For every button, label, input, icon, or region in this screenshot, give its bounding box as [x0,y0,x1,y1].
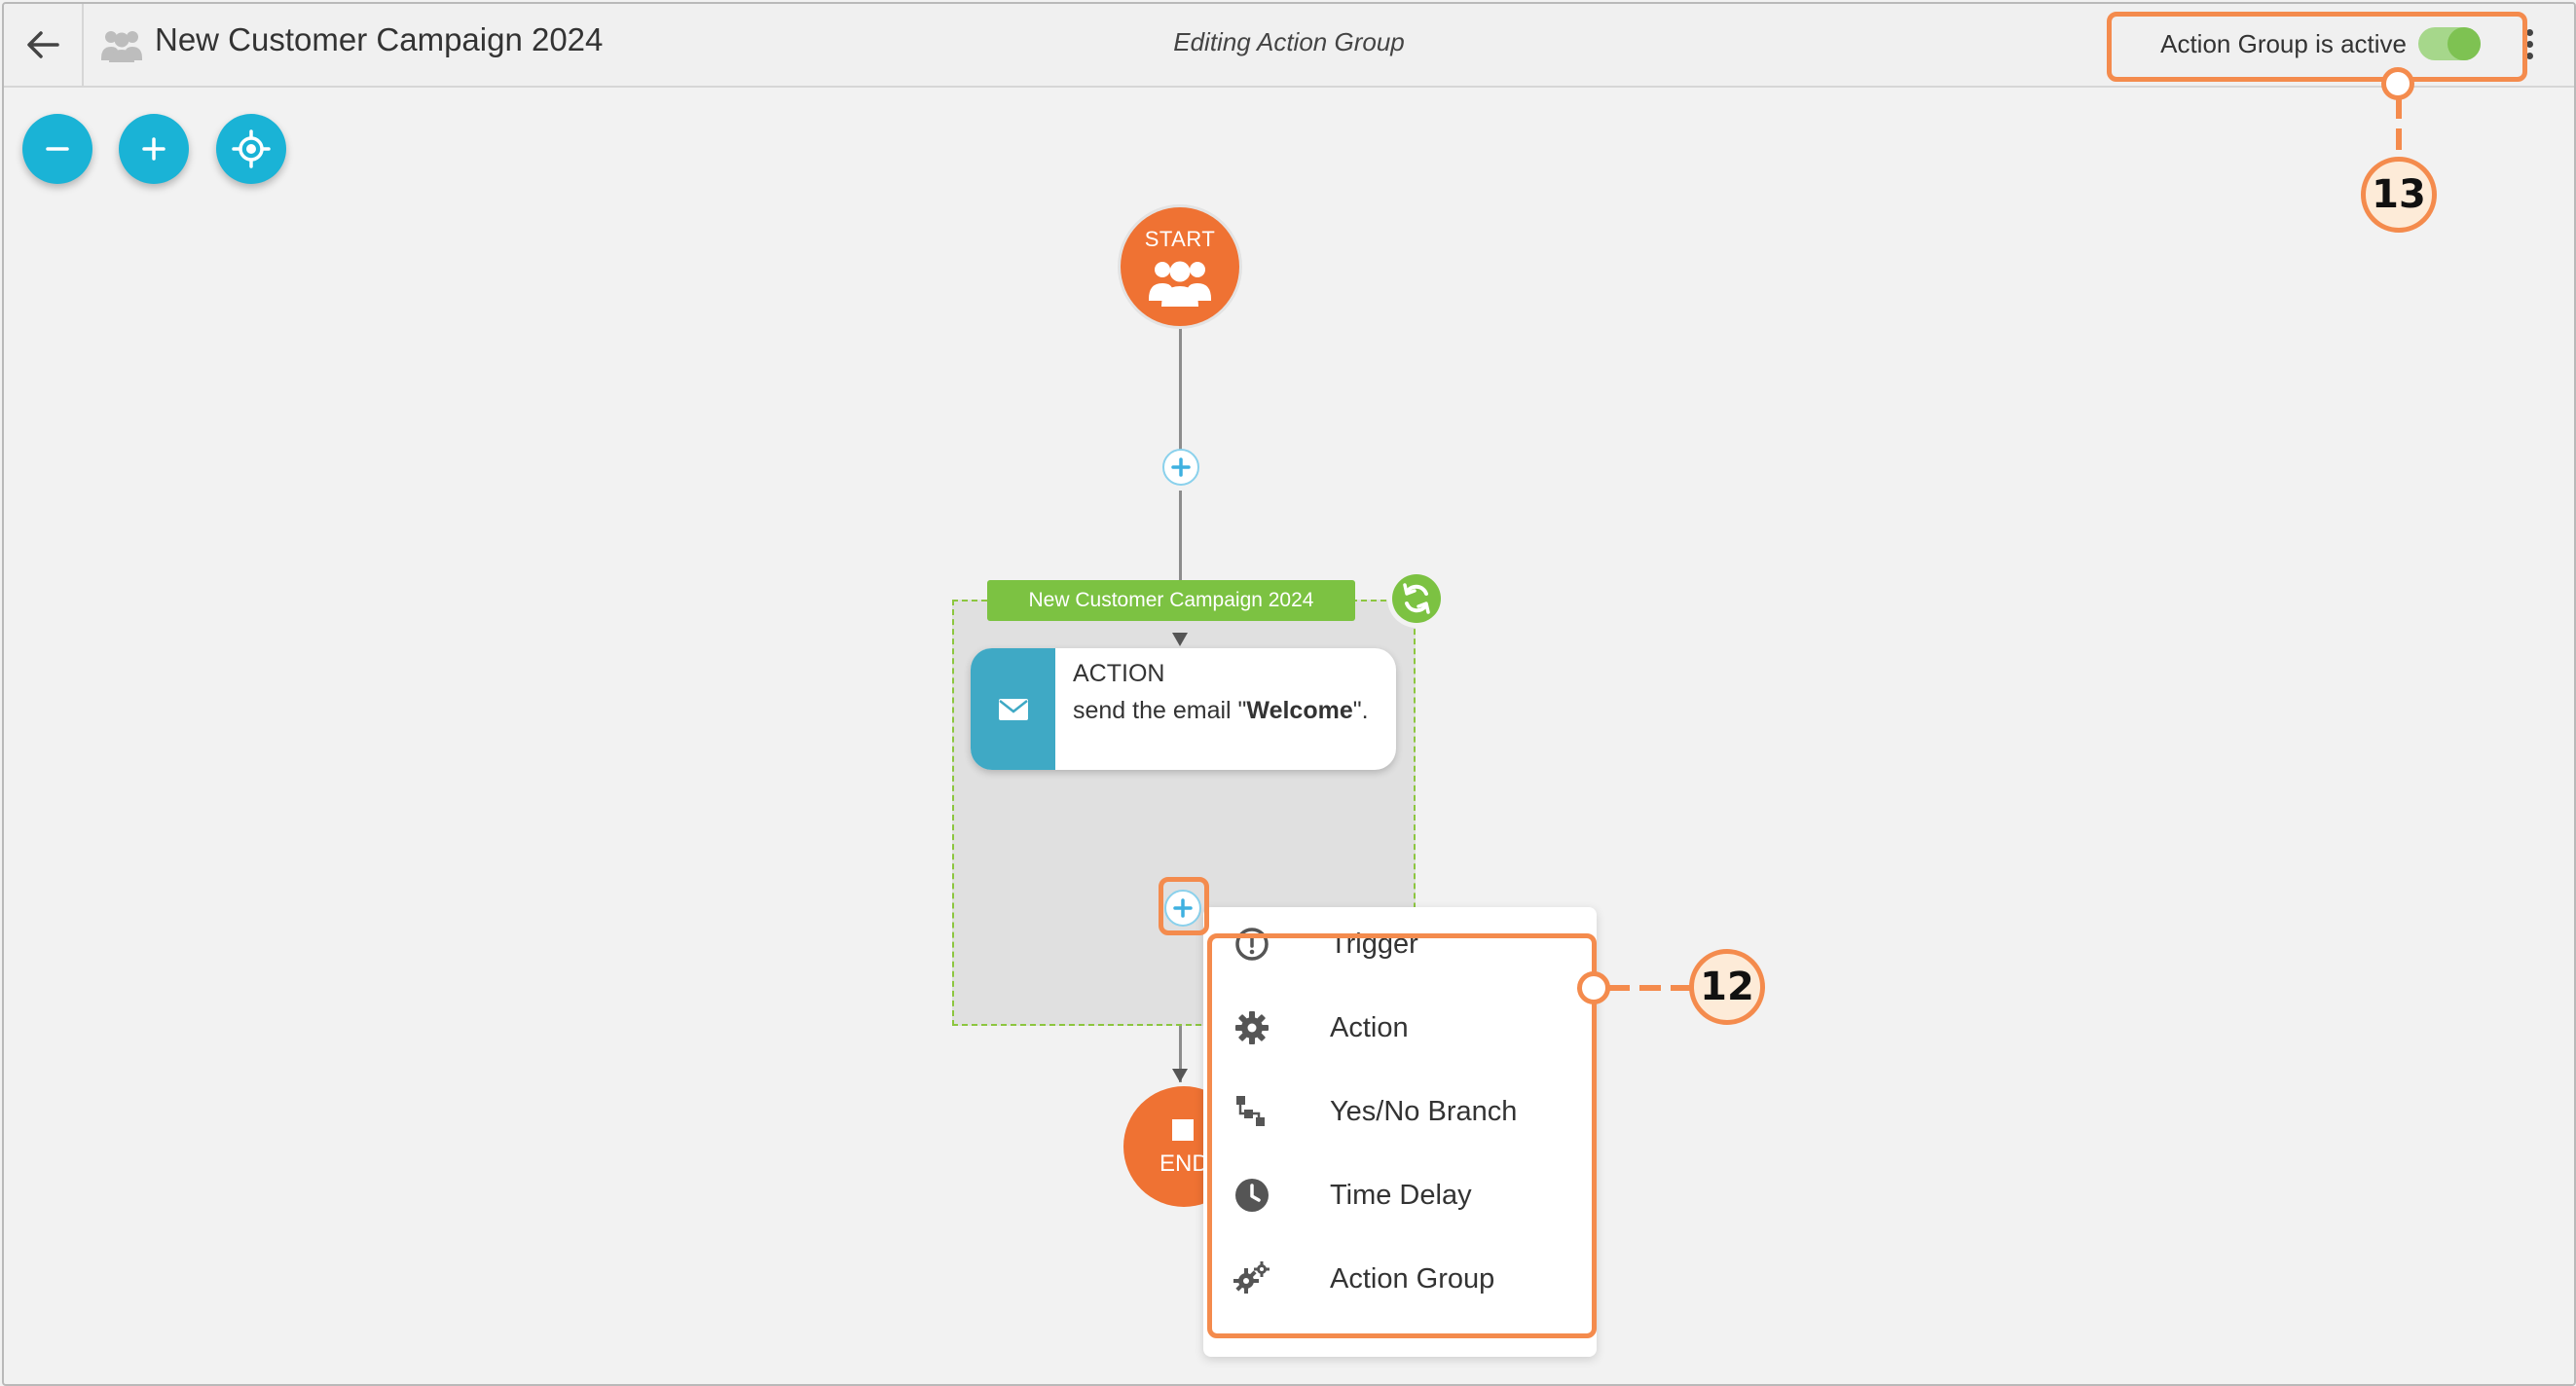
connector-line [1179,491,1182,584]
recenter-button[interactable] [216,114,286,184]
minus-icon [46,147,69,151]
action-group-name[interactable]: New Customer Campaign 2024 [987,580,1355,621]
menu-item-label: Time Delay [1330,1180,1472,1211]
annotation-badge-12: 12 [1689,949,1765,1025]
annotation-dot [1577,971,1610,1004]
start-label: START [1144,227,1216,251]
gear-icon [1235,1011,1269,1044]
refresh-icon [1403,583,1430,614]
add-step-button[interactable] [1164,890,1201,927]
clock-icon [1235,1179,1269,1212]
gears-icon [1233,1261,1270,1294]
toggle-knob [2447,27,2481,60]
add-step-menu: Trigger Action [1203,907,1597,1357]
action-type-label: ACTION [1073,660,1165,687]
menu-item-label: Action [1330,1012,1409,1043]
menu-item-label: Action Group [1330,1263,1495,1295]
plus-icon [1171,457,1191,477]
active-toggle[interactable] [2418,27,2481,60]
arrow-left-icon [27,31,59,58]
arrow-down-icon [1172,1069,1188,1082]
menu-item-time-delay[interactable]: Time Delay [1203,1158,1597,1242]
back-button[interactable] [4,4,84,86]
plus-icon [1173,898,1193,918]
target-icon [232,129,271,168]
add-step-button[interactable] [1162,449,1199,486]
zoom-in-button[interactable] [119,114,189,184]
page-title: New Customer Campaign 2024 [155,21,604,57]
plus-icon [142,137,166,161]
users-group-icon [1149,261,1211,307]
annotation-connector [1608,985,1694,991]
editing-mode-label: Editing Action Group [1173,27,1405,56]
annotation-highlight [1207,933,1597,1338]
annotation-highlight [1159,877,1209,935]
connector-line [1179,325,1182,452]
loop-icon[interactable] [1392,574,1441,623]
menu-item-label: Yes/No Branch [1330,1096,1518,1127]
menu-item-action[interactable]: Action [1203,991,1597,1075]
action-description: send the email "Welcome". [1073,697,1369,724]
more-vertical-icon[interactable] [2523,29,2535,62]
top-bar: New Customer Campaign 2024 Editing Actio… [4,4,2574,88]
arrow-down-icon [1172,633,1188,646]
action-card[interactable]: ACTION send the email "Welcome". [971,648,1396,770]
annotation-highlight [2107,12,2527,82]
envelope-icon [998,698,1028,720]
start-node[interactable]: START [1121,207,1239,326]
annotation-dot [2381,67,2414,100]
branch-icon [1236,1096,1265,1126]
email-name: Welcome [1246,697,1353,724]
menu-item-action-group[interactable]: Action Group [1203,1242,1597,1326]
zoom-out-button[interactable] [22,114,92,184]
annotation-connector [2396,97,2402,156]
annotation-badge-13: 13 [2361,157,2437,233]
active-status-label: Action Group is active [2160,29,2407,58]
end-label: END [1159,1150,1209,1177]
users-group-icon [101,31,142,62]
menu-item-yes-no-branch[interactable]: Yes/No Branch [1203,1075,1597,1158]
email-icon-panel [971,648,1055,770]
stop-icon [1172,1119,1194,1141]
